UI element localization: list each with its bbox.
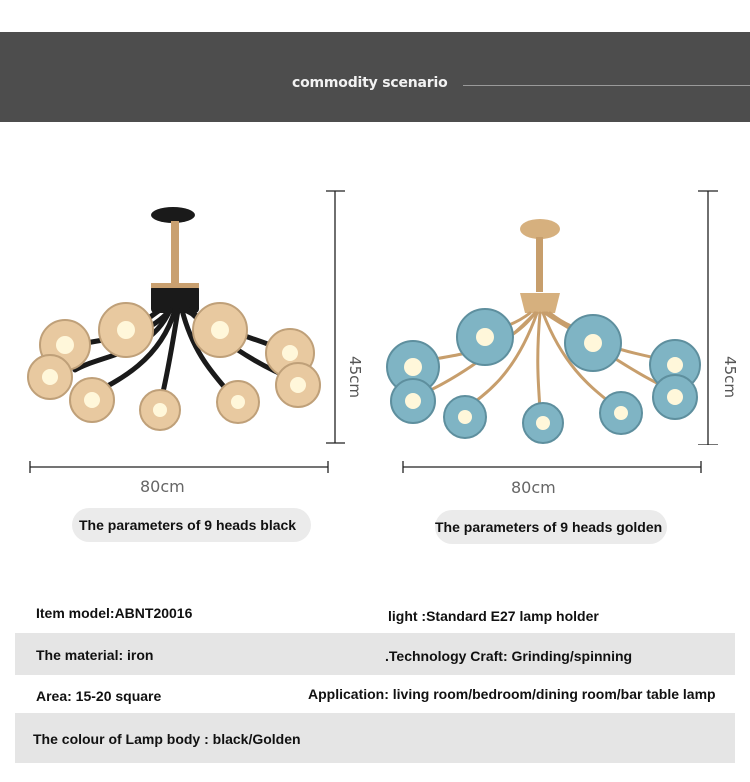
black-height-label: 45cm	[345, 356, 364, 398]
spec-application: Application: living room/bedroom/dining …	[308, 686, 716, 702]
black-caption: The parameters of 9 heads black	[72, 508, 311, 542]
width-dimension-lines	[29, 461, 702, 473]
spec-material: The material: iron	[36, 647, 154, 663]
spec-item-model: Item model:ABNT20016	[36, 605, 193, 621]
black-width-label: 80cm	[140, 477, 185, 496]
black-ceiling-canopy	[151, 207, 199, 313]
golden-caption: The parameters of 9 heads golden	[435, 510, 667, 544]
spec-area: Area: 15-20 square	[36, 688, 162, 704]
black-chandelier-image	[27, 190, 345, 444]
spec-light: light :Standard E27 lamp holder	[388, 608, 599, 624]
spec-colour: The colour of Lamp body : black/Golden	[33, 731, 301, 747]
golden-height-label: 45cm	[720, 356, 739, 398]
banner-title: commodity scenario	[292, 75, 448, 91]
spec-row-bg-2	[15, 713, 735, 763]
black-dimension-lines	[326, 190, 345, 444]
golden-globes	[386, 308, 701, 444]
spec-craft: .Technology Craft: Grinding/spinning	[385, 648, 633, 664]
banner-divider-line	[463, 85, 750, 86]
black-globes	[27, 302, 321, 431]
golden-chandelier-image	[386, 190, 718, 445]
golden-width-label: 80cm	[511, 478, 556, 497]
spec-row-bg-1	[15, 633, 735, 675]
header-banner: commodity scenario	[0, 32, 750, 122]
golden-ceiling-canopy	[520, 219, 560, 313]
golden-dimension-lines	[698, 190, 718, 445]
